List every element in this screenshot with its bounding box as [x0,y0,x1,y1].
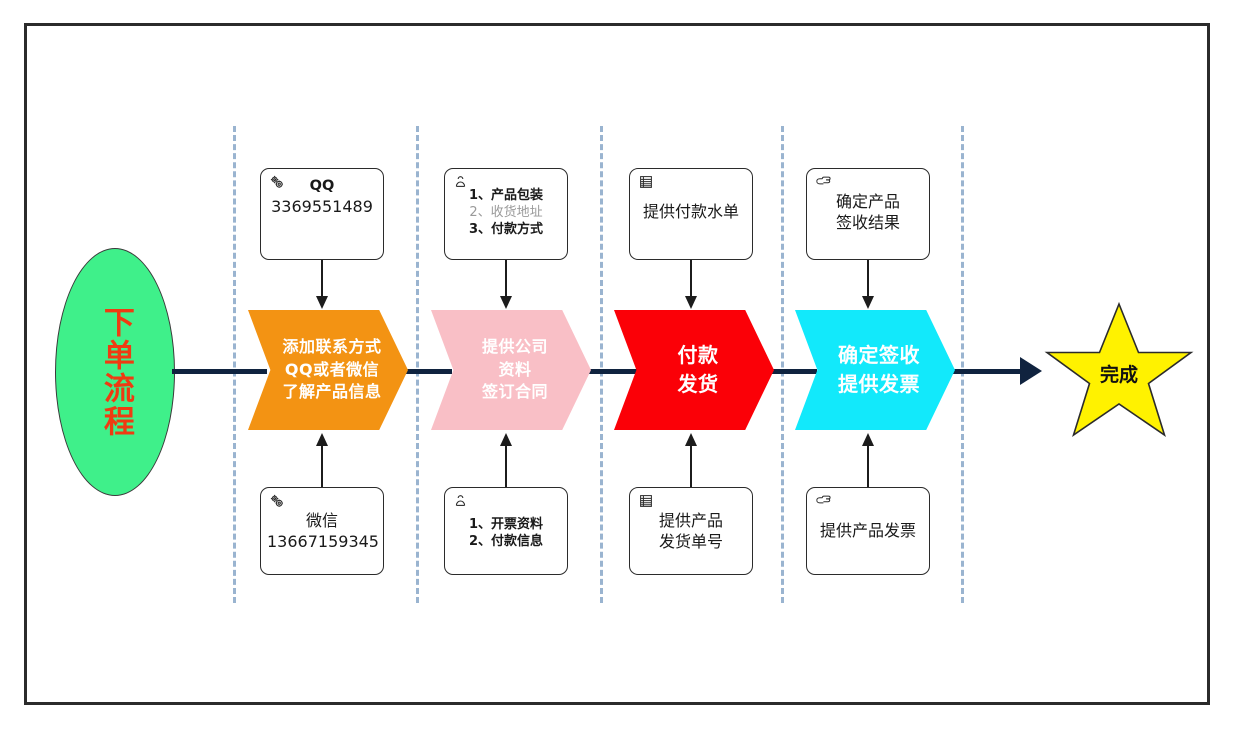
person-icon [452,493,470,511]
pointing-hand-icon [814,174,832,192]
stage-line: 确定签收 [838,343,920,367]
gears-icon [268,493,286,511]
note-stage-2-bottom[interactable]: 1、开票资料 2、付款信息 [444,487,568,575]
note-line: QQ [309,178,335,194]
note-stage-1-top[interactable]: QQ 3369551489 [260,168,384,260]
connector-stage-4-top [867,260,869,298]
start-node[interactable]: 下单流程 [55,248,175,496]
note-body: 提供产品发票 [813,520,923,541]
stage-node-1-label: 添加联系方式 QQ或者微信 了解产品信息 [282,336,381,404]
list-document-icon [637,174,655,192]
note-line: 确定产品 [835,192,900,211]
end-node[interactable]: 完成 [1043,300,1195,445]
list-document-icon [637,493,655,511]
note-line: 3、付款方式 [468,222,544,238]
star-shape [1044,301,1194,437]
lane-separator-1 [233,126,236,603]
note-stage-2-top[interactable]: 1、产品包装 2、收货地址 3、付款方式 [444,168,568,260]
stage-line: 提供发票 [838,372,920,396]
note-line: 提供产品 [658,511,723,530]
note-body: 提供付款水单 [636,201,746,222]
note-line: 3369551489 [271,197,373,217]
connector-stage-4-bottom [867,445,869,487]
stage-line: QQ或者微信 [284,359,380,379]
note-line: 2、付款信息 [468,534,544,550]
diagram-frame [24,23,1210,705]
connector-arrowhead-up [862,433,874,446]
note-line: 13667159345 [267,532,379,552]
note-line: 提供付款水单 [642,202,739,221]
lane-separator-5 [961,126,964,603]
note-body: 微信 13667159345 [267,510,379,552]
connector-arrowhead-down [500,296,512,309]
connector-stage-1-top [321,260,323,298]
connector-stage-1-bottom [321,445,323,487]
stage-line: 了解产品信息 [282,382,382,402]
spine-segment-2-3 [575,369,637,374]
stage-node-4[interactable]: 确定签收 提供发票 [795,310,955,430]
lane-separator-2 [416,126,419,603]
note-stage-4-bottom[interactable]: 提供产品发票 [806,487,930,575]
lane-separator-4 [781,126,784,603]
stage-node-1[interactable]: 添加联系方式 QQ或者微信 了解产品信息 [248,310,408,430]
stage-node-4-label: 确定签收 提供发票 [838,341,920,399]
connector-arrowhead-up [685,433,697,446]
stage-line: 付款 [677,343,719,367]
spine-segment-start [172,369,267,374]
stage-line: 发货 [677,372,719,396]
stage-node-2-label: 提供公司 资料 签订合同 [482,336,548,404]
lane-separator-3 [600,126,603,603]
note-body: 1、产品包装 2、收货地址 3、付款方式 [451,187,561,238]
pointing-hand-icon [814,493,832,511]
stage-node-3-label: 付款 发货 [678,341,719,399]
connector-arrowhead-down [685,296,697,309]
stage-line: 签订合同 [481,382,548,402]
note-line: 签收结果 [835,213,900,233]
connector-stage-3-top [690,260,692,298]
stage-node-3[interactable]: 付款 发货 [614,310,774,430]
gears-icon [268,174,286,192]
person-icon [452,174,470,192]
connector-stage-2-top [505,260,507,298]
spine-segment-1-2 [392,369,452,374]
note-line: 1、产品包装 [468,188,544,203]
note-stage-3-top[interactable]: 提供付款水单 [629,168,753,260]
stage-line: 资料 [498,359,532,379]
note-body: 1、开票资料 2、付款信息 [451,516,561,550]
stage-line: 添加联系方式 [282,336,382,356]
spine-segment-3-4 [757,369,817,374]
spine-end-arrowhead [1020,357,1042,385]
note-line: 微信 [305,511,338,530]
stage-line: 提供公司 [481,336,548,356]
stage-node-2[interactable]: 提供公司 资料 签订合同 [431,310,591,430]
note-body: 提供产品 发货单号 [636,510,746,552]
connector-arrowhead-up [316,433,328,446]
connector-arrowhead-down [316,296,328,309]
note-stage-3-bottom[interactable]: 提供产品 发货单号 [629,487,753,575]
spine-segment-end [940,369,1022,374]
connector-stage-3-bottom [690,445,692,487]
note-stage-1-bottom[interactable]: 微信 13667159345 [260,487,384,575]
start-node-label: 下单流程 [97,306,134,438]
connector-arrowhead-down [862,296,874,309]
note-line: 1、开票资料 [468,517,544,532]
note-stage-4-top[interactable]: 确定产品 签收结果 [806,168,930,260]
note-line: 提供产品发票 [819,521,916,540]
note-body: QQ 3369551489 [267,177,377,217]
connector-arrowhead-up [500,433,512,446]
connector-stage-2-bottom [505,445,507,487]
note-line: 发货单号 [658,532,723,552]
note-line: 2、收货地址 [469,205,543,221]
note-body: 确定产品 签收结果 [813,191,923,233]
